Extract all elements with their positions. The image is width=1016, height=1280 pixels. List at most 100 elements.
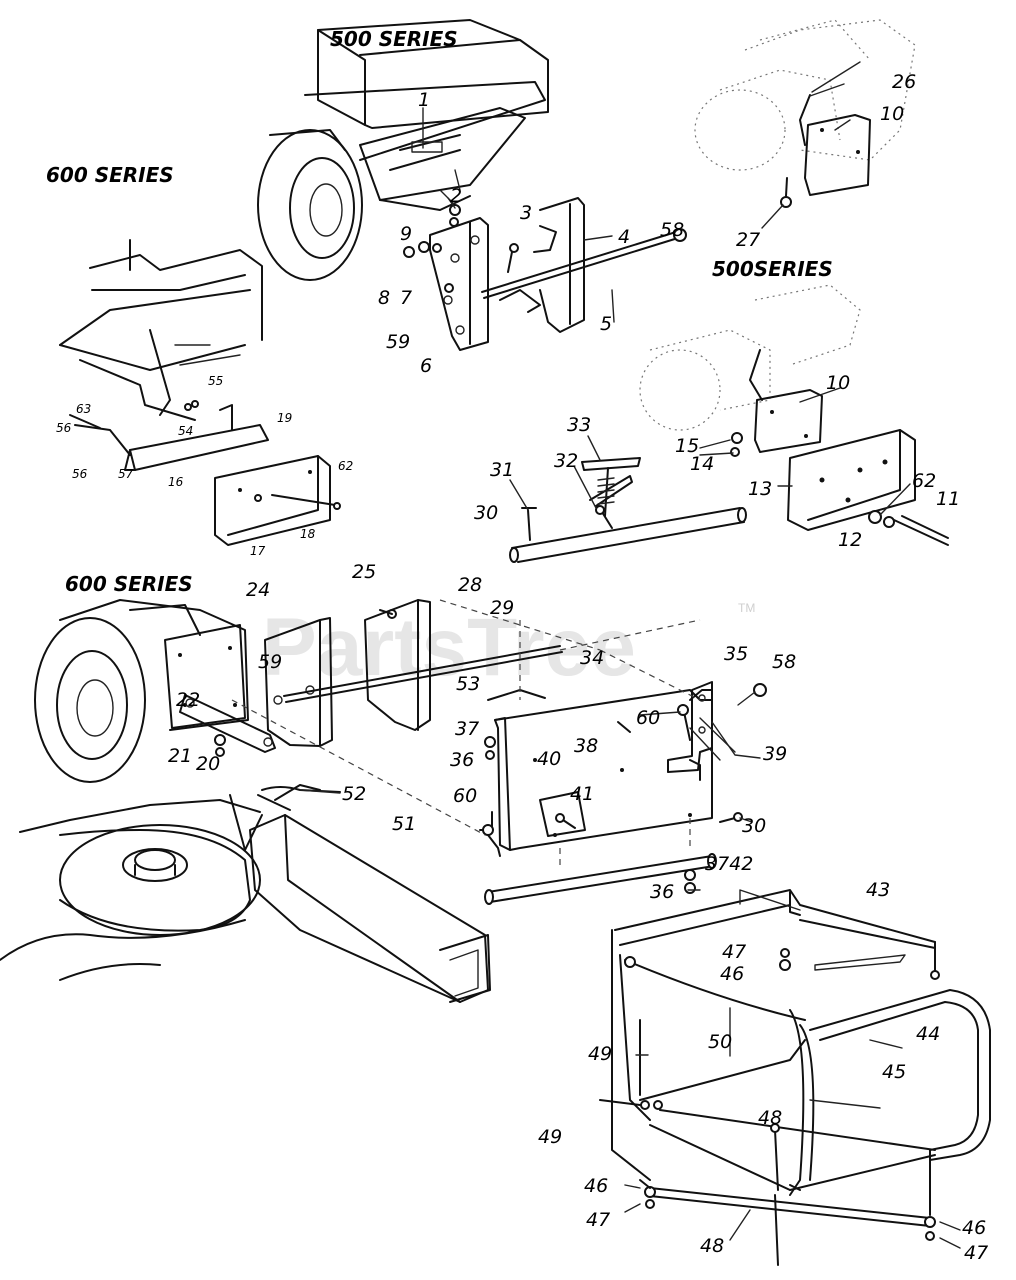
callout-36-low: 36 xyxy=(650,881,674,903)
callout-40: 40 xyxy=(537,748,561,770)
callout-45: 45 xyxy=(882,1061,906,1083)
callout-62-left: 62 xyxy=(338,459,353,473)
callout-10-mid: 10 xyxy=(826,372,850,394)
callout-51: 51 xyxy=(392,813,416,835)
series-label-600-mid: 600 SERIES xyxy=(65,572,193,596)
frame-bracket-6-drawing xyxy=(429,217,489,351)
callout-13: 13 xyxy=(748,478,772,500)
lift-rod-30-lower-drawing xyxy=(484,853,717,905)
callout-39: 39 xyxy=(763,743,787,765)
lift-rod-30-drawing xyxy=(509,475,747,563)
callout-26: 26 xyxy=(892,71,916,93)
callout-17: 17 xyxy=(250,544,266,558)
callout-18: 18 xyxy=(300,527,316,541)
callout-34: 34 xyxy=(580,647,604,669)
callout-53: 53 xyxy=(456,673,480,695)
callout-30-low: 30 xyxy=(742,815,766,837)
callout-49-low: 49 xyxy=(538,1126,562,1148)
frame-bracket-4-drawing xyxy=(499,197,585,333)
callout-16: 16 xyxy=(168,475,184,489)
callout-54: 54 xyxy=(178,424,193,438)
callout-12: 12 xyxy=(838,529,862,551)
callout-59-mid: 59 xyxy=(258,651,282,673)
callout-22: 22 xyxy=(176,689,200,711)
callout-6: 6 xyxy=(420,355,432,377)
callout-28: 28 xyxy=(458,574,482,596)
hitch-hardware-drawing xyxy=(479,721,743,836)
series-label-500-top: 500 SERIES xyxy=(330,27,458,51)
callout-25: 25 xyxy=(352,561,376,583)
callout-3: 3 xyxy=(520,202,532,224)
bag-frame-drawing xyxy=(599,889,991,1196)
dashed-guide-lines xyxy=(231,599,701,870)
callout-21: 21 xyxy=(168,745,192,767)
callout-43: 43 xyxy=(866,879,890,901)
tractor-600-mid-drawing xyxy=(34,599,249,783)
callout-4: 4 xyxy=(618,226,630,248)
callout-47-left: 47 xyxy=(586,1209,610,1231)
callout-14: 14 xyxy=(690,453,714,475)
callout-33: 33 xyxy=(567,414,591,436)
tractor-600-top-drawing xyxy=(59,239,263,421)
callout-52: 52 xyxy=(342,783,366,805)
weight-18-drawing xyxy=(214,455,341,546)
callout-41: 41 xyxy=(570,783,594,805)
callout-19: 19 xyxy=(277,411,292,425)
callout-labels: 1 2 3 4 5 6 7 8 9 10 10 11 12 13 14 15 1… xyxy=(56,71,988,1264)
callout-58-top: 58 xyxy=(660,219,684,241)
callout-9: 9 xyxy=(400,223,412,245)
callout-46-left: 46 xyxy=(584,1175,608,1197)
callout-59-top: 59 xyxy=(386,331,410,353)
axle-rod-29-drawing xyxy=(283,619,701,703)
callout-49-top: 49 xyxy=(588,1043,612,1065)
callout-46-right: 46 xyxy=(962,1217,986,1239)
callout-7: 7 xyxy=(400,287,412,309)
mount-bracket-35-drawing xyxy=(667,681,767,773)
callout-35: 35 xyxy=(724,643,748,665)
callout-24: 24 xyxy=(246,579,270,601)
callout-27: 27 xyxy=(736,229,760,251)
callout-15: 15 xyxy=(675,435,699,457)
callout-56-low: 56 xyxy=(72,467,88,481)
callout-32: 32 xyxy=(554,450,578,472)
callout-55: 55 xyxy=(208,374,223,388)
callout-46-top: 46 xyxy=(720,963,744,985)
series-label-600-top: 600 SERIES xyxy=(46,163,174,187)
callout-31: 31 xyxy=(490,459,514,481)
callout-1: 1 xyxy=(418,89,430,111)
callout-60-right: 60 xyxy=(636,707,660,729)
callout-63: 63 xyxy=(76,402,91,416)
callout-48-low: 48 xyxy=(700,1235,724,1257)
callout-56-top: 56 xyxy=(56,421,72,435)
series-label-500-right: 500SERIES xyxy=(712,257,833,281)
watermark-trademark: TM xyxy=(738,601,755,615)
axle-rod-5-drawing xyxy=(481,228,687,299)
weight-bracket-16-drawing xyxy=(69,400,269,471)
bag-brace-48-drawing xyxy=(639,1159,936,1266)
callout-36-mid: 36 xyxy=(450,749,474,771)
callout-48-mid: 48 xyxy=(758,1107,782,1129)
leader-lines xyxy=(299,61,961,1249)
draw-bar-22-drawing xyxy=(179,694,276,757)
callout-10-top: 10 xyxy=(880,103,904,125)
weight-13-drawing xyxy=(787,429,949,546)
hardware-bolts-top-drawing xyxy=(403,204,519,293)
frame-bracket-28-drawing xyxy=(364,599,431,731)
callout-44: 44 xyxy=(916,1023,940,1045)
callout-3742: 3742 xyxy=(705,853,753,875)
callout-37: 37 xyxy=(455,718,479,740)
callout-20: 20 xyxy=(196,753,220,775)
callout-50: 50 xyxy=(708,1031,732,1053)
callout-30-top: 30 xyxy=(474,502,498,524)
lift-handle-33-drawing xyxy=(581,457,641,517)
callout-62-right: 62 xyxy=(912,470,936,492)
callout-8: 8 xyxy=(378,287,390,309)
tractor-500-dotted-top-drawing xyxy=(694,19,916,208)
callout-60-left: 60 xyxy=(453,785,477,807)
callout-5: 5 xyxy=(600,313,612,335)
callout-29: 29 xyxy=(490,597,514,619)
callout-2: 2 xyxy=(450,185,462,207)
tractor-500-dotted-mid-drawing xyxy=(639,284,861,457)
callout-47-right: 47 xyxy=(964,1242,988,1264)
callout-58-mid: 58 xyxy=(772,651,796,673)
